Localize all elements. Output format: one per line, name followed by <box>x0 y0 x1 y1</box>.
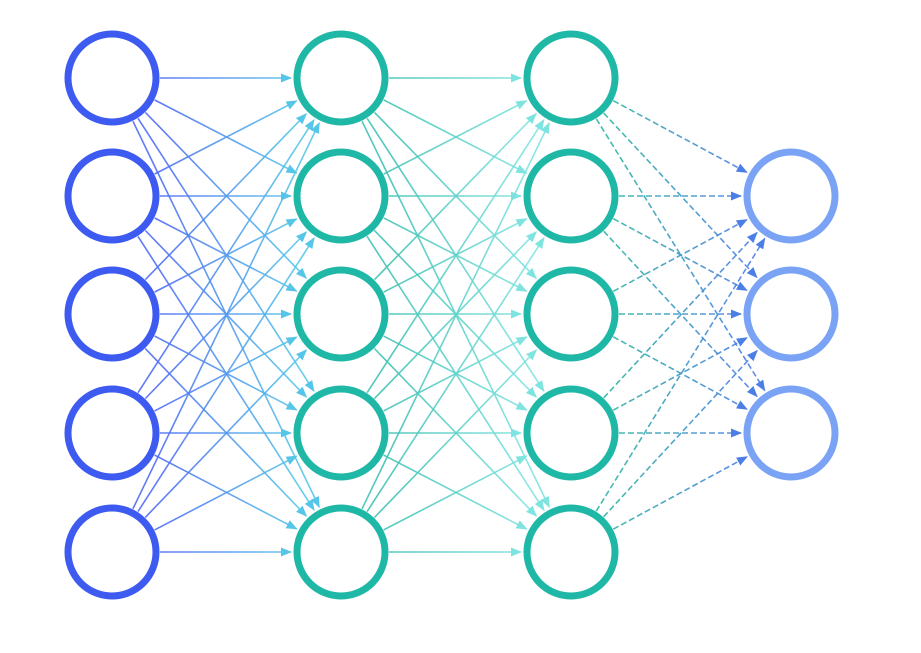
input-layer-node-2 <box>64 148 160 244</box>
connection-l0n5-l1n4 <box>154 455 298 531</box>
connection-l0n4-l1n1 <box>137 119 315 394</box>
hidden-layer-1-node-2 <box>293 148 389 244</box>
node-group <box>64 30 839 600</box>
connection-l1n2-l2n1 <box>383 100 528 175</box>
connection-l2n4-l3n2 <box>612 337 748 411</box>
connection-l0n3-l1n1 <box>144 113 307 281</box>
connection-l1n5-l2n1 <box>361 121 550 510</box>
connection-group <box>132 73 766 557</box>
connection-l0n5-l1n1 <box>132 121 320 510</box>
input-layer-node-5 <box>64 504 160 600</box>
output-layer-node-1 <box>743 148 839 244</box>
connection-l0n2-l1n3 <box>154 217 298 292</box>
output-layer-node-2 <box>743 266 839 362</box>
connection-l2n3-l3n3 <box>612 336 748 410</box>
connection-l1n5-l2n3 <box>373 349 538 519</box>
connection-l1n2-l2n3 <box>383 217 528 292</box>
connection-l0n4-l1n5 <box>154 454 298 530</box>
hidden-layer-2-node-1 <box>523 30 619 126</box>
connection-l1n5-l2n4 <box>383 455 528 531</box>
connection-l1n4-l2n1 <box>366 119 545 394</box>
connection-l2n5-l3n2 <box>603 349 758 518</box>
input-layer-node-4 <box>64 385 160 481</box>
connection-l2n5-l3n1 <box>595 237 766 512</box>
connection-l2n5-l3n3 <box>612 456 748 530</box>
input-layer-node-3 <box>64 266 160 362</box>
connection-l2n3-l3n1 <box>612 218 748 293</box>
connection-l2n2-l3n3 <box>603 230 758 398</box>
connection-l0n5-l1n3 <box>144 349 308 518</box>
connection-l2n4-l3n1 <box>603 231 758 399</box>
connection-l0n1-l1n2 <box>154 99 298 174</box>
input-layer-node-1 <box>64 30 160 126</box>
connection-l0n3-l1n4 <box>154 335 298 411</box>
hidden-layer-2-node-2 <box>523 148 619 244</box>
hidden-layer-2-node-4 <box>523 385 619 481</box>
hidden-layer-1-node-3 <box>293 266 389 362</box>
connection-l1n5-l2n2 <box>366 237 545 513</box>
hidden-layer-1-node-5 <box>293 504 389 600</box>
connection-l1n3-l2n1 <box>373 112 537 281</box>
connection-l0n2-l1n1 <box>154 100 298 175</box>
connection-l1n1-l2n2 <box>383 99 528 174</box>
connection-l0n5-l1n2 <box>137 237 315 513</box>
connection-l2n1-l3n2 <box>603 112 758 279</box>
hidden-layer-2-node-3 <box>523 266 619 362</box>
hidden-layer-2-node-5 <box>523 504 619 600</box>
connection-l2n1-l3n1 <box>612 99 748 174</box>
hidden-layer-1-node-1 <box>293 30 389 126</box>
output-layer-node-3 <box>743 385 839 481</box>
hidden-layer-1-node-4 <box>293 385 389 481</box>
